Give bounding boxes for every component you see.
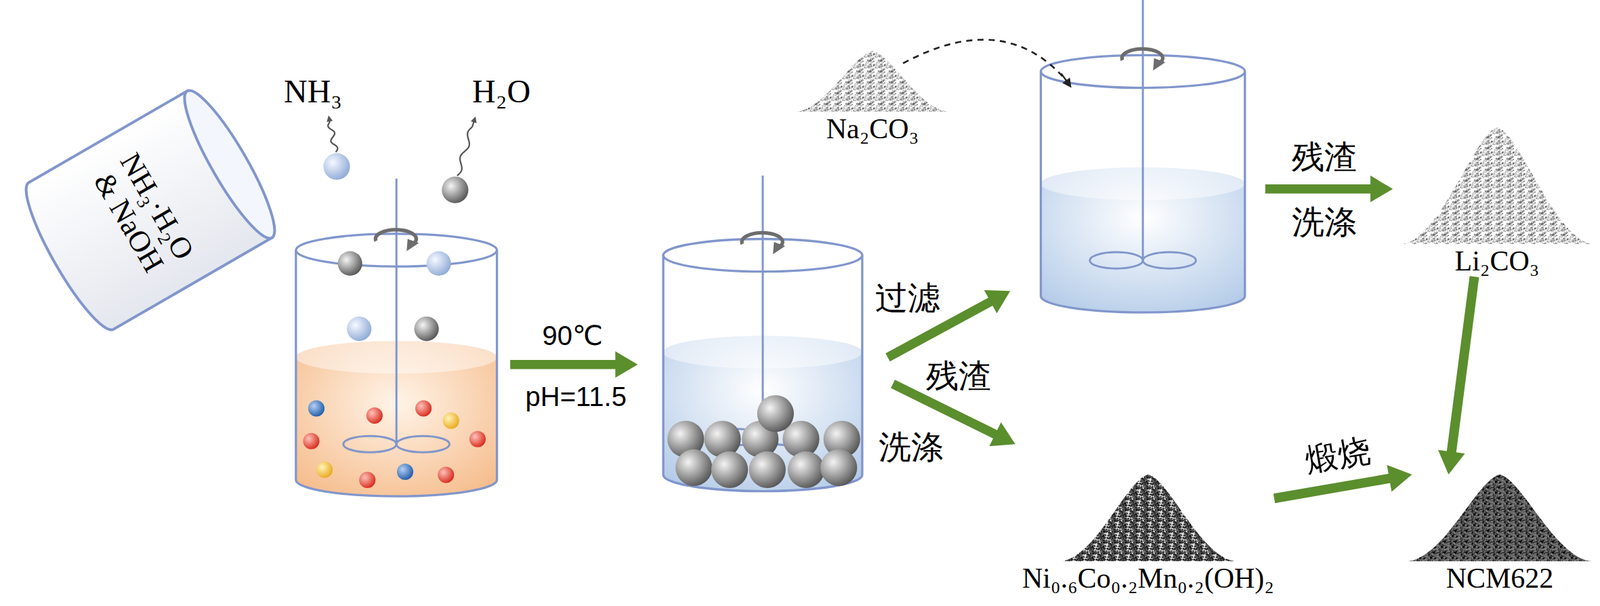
- compound-label: Na₂CO₃: [826, 113, 920, 145]
- vapour-line: [327, 121, 338, 152]
- gas-label: NH₃: [283, 73, 343, 110]
- sphere: [366, 407, 383, 424]
- arrow-shaft: [1265, 184, 1372, 194]
- process-arrow: [1438, 276, 1475, 475]
- sphere: [338, 251, 363, 276]
- vapour-line: [457, 126, 473, 176]
- reactor: [1041, 0, 1246, 313]
- powder-pile: Li₂CO₃: [1402, 127, 1592, 277]
- arrow-head: [615, 350, 638, 378]
- feed-dashed-line: [902, 39, 1068, 82]
- process-arrow: [1265, 175, 1393, 202]
- arrow-head: [1062, 77, 1071, 89]
- sphere: [820, 449, 857, 486]
- step-label: 残渣: [1291, 139, 1357, 176]
- reactor: [296, 178, 498, 496]
- pile-graphic: [1402, 127, 1592, 244]
- impeller-blade: [1089, 251, 1143, 269]
- sphere: [396, 463, 414, 480]
- process-arrow: [510, 350, 638, 378]
- powder: [1408, 474, 1592, 561]
- impeller-blade: [1142, 251, 1196, 269]
- arrow-head: [984, 289, 1010, 313]
- reagent-beaker: NH₃·H₂O & NaOH: [9, 77, 292, 343]
- sphere: [323, 153, 351, 180]
- artwork: [296, 0, 1393, 496]
- beaker-mouth: [172, 81, 288, 247]
- gas-label: H₂O: [472, 73, 531, 110]
- arrow-shaft: [1274, 478, 1391, 499]
- powder: [795, 50, 950, 112]
- sphere: [675, 449, 712, 486]
- stirrer-shaft: [1142, 0, 1145, 261]
- step-label: 煅烧: [1302, 432, 1374, 479]
- arrow-shaft: [510, 359, 617, 370]
- step-label: 洗涤: [878, 429, 944, 466]
- arrow-head: [988, 422, 1015, 446]
- sphere: [711, 451, 748, 488]
- sphere: [437, 466, 454, 483]
- arrow-shaft: [1451, 276, 1475, 452]
- vapour-arrow: [470, 116, 477, 128]
- sphere: [316, 461, 333, 478]
- compound-label: Ni₀.₆Co₀.₂Mn₀.₂(OH)₂: [1022, 562, 1275, 594]
- compound-label: NCM622: [1446, 562, 1554, 594]
- arrow-head: [1386, 464, 1412, 492]
- sphere: [441, 176, 469, 204]
- sphere: [414, 316, 439, 341]
- rotation-arrow-head: [772, 241, 786, 255]
- pile-graphic: [1061, 474, 1235, 561]
- stirrer-shaft: [395, 178, 398, 445]
- powder-pile: Ni₀.₆Co₀.₂Mn₀.₂(OH)₂: [1022, 474, 1275, 594]
- arrow-head: [1370, 175, 1393, 202]
- sphere: [749, 451, 786, 488]
- sphere: [757, 394, 794, 432]
- stirrer-shaft: [762, 175, 765, 437]
- rotation-arrow-head: [1152, 58, 1166, 71]
- sphere: [346, 316, 372, 341]
- sphere: [443, 412, 460, 429]
- sphere: [308, 399, 325, 416]
- condition-label: 90℃: [542, 320, 603, 351]
- pile-graphic: [1408, 474, 1592, 561]
- sphere: [703, 420, 741, 458]
- impeller-blade: [343, 435, 397, 452]
- impeller-blade: [396, 435, 450, 452]
- arrow-head: [1438, 449, 1466, 475]
- sphere: [787, 451, 825, 488]
- pile-graphic: [795, 50, 950, 112]
- arrow-shaft: [1061, 73, 1067, 81]
- powder: [1061, 474, 1235, 561]
- sphere: [302, 432, 320, 450]
- reactor: [663, 175, 863, 491]
- step-label: 残渣: [925, 358, 992, 395]
- powder: [1402, 127, 1592, 244]
- step-label: 洗涤: [1291, 204, 1357, 241]
- feed-arrow-head: [1061, 73, 1072, 88]
- step-label: 过滤: [875, 280, 941, 317]
- sphere: [359, 471, 376, 488]
- sphere: [426, 251, 452, 276]
- arrow-head: [470, 116, 477, 124]
- beaker-body: [13, 90, 272, 339]
- sphere: [415, 399, 432, 416]
- arrow-head: [326, 115, 333, 122]
- rotation-arrow-head: [406, 238, 419, 251]
- compound-label: Li₂CO₃: [1455, 245, 1540, 277]
- powder-pile: NCM622: [1408, 474, 1592, 594]
- condition-label: pH=11.5: [525, 381, 627, 412]
- vapour-arrow: [326, 115, 333, 122]
- sphere: [469, 430, 486, 448]
- powder-pile: Na₂CO₃: [795, 50, 950, 145]
